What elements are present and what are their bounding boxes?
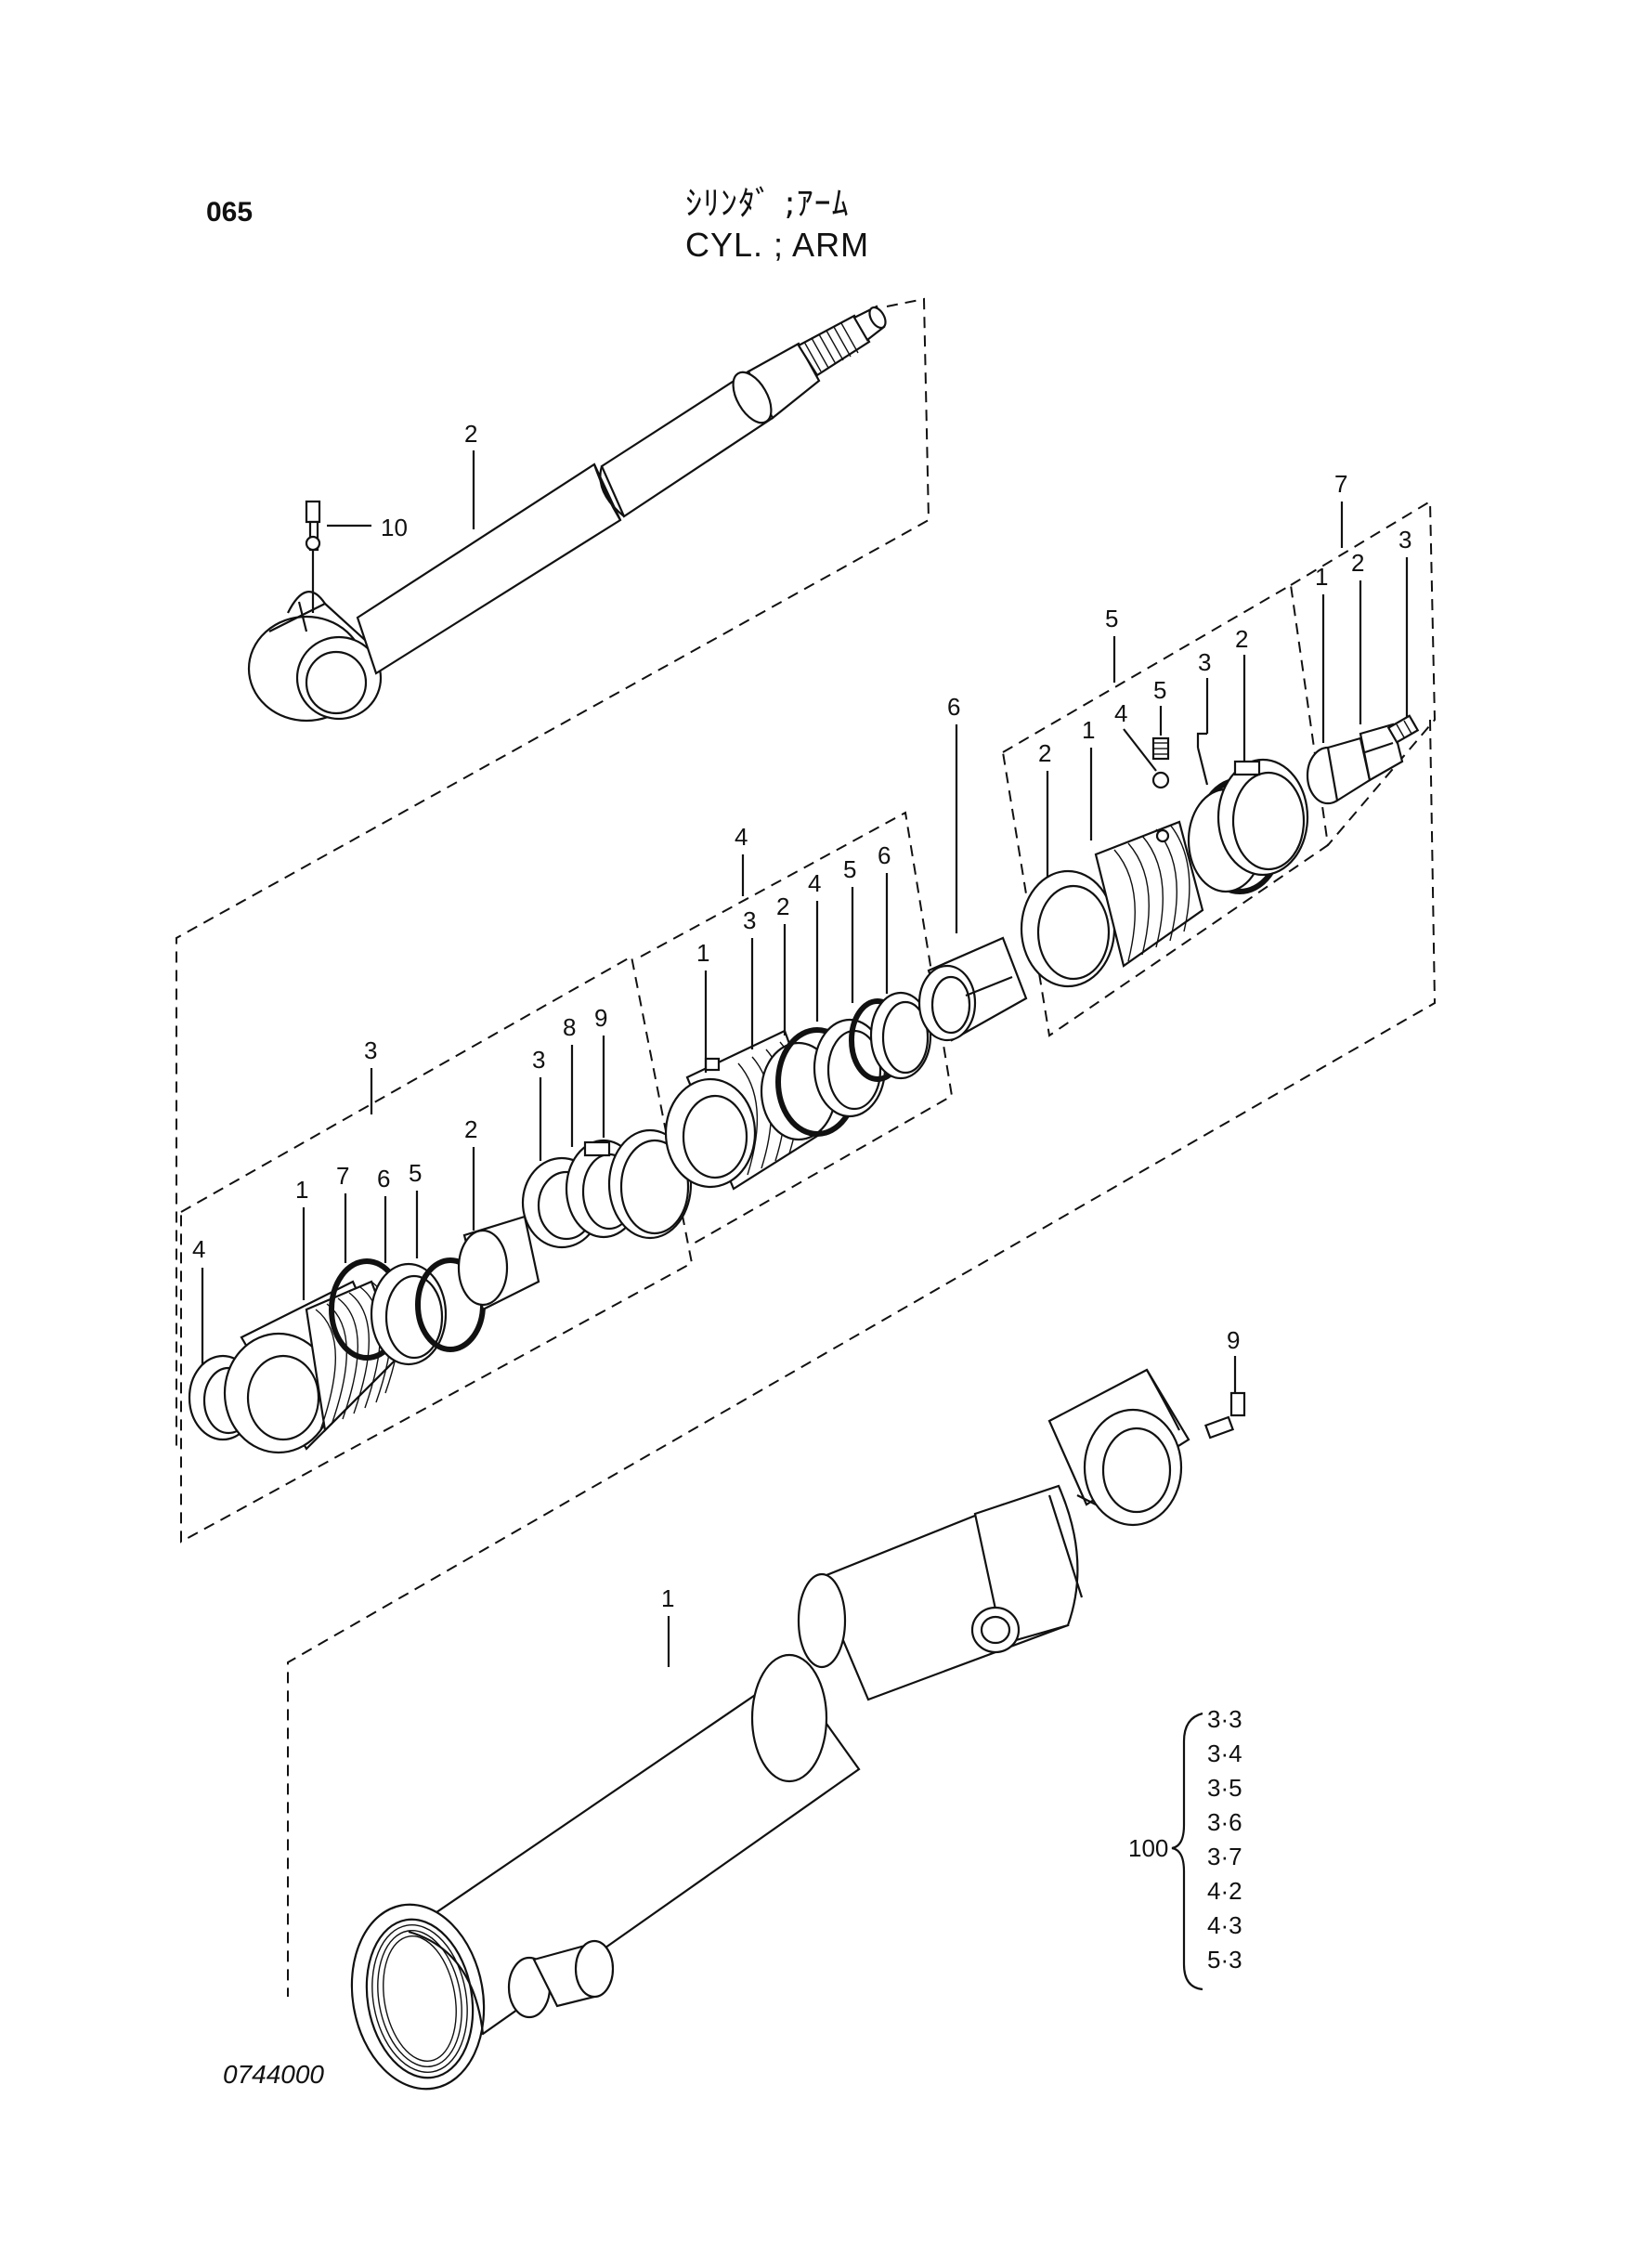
kit-item-2: 3·4 (1207, 1739, 1242, 1767)
rod-assembly: 10 2 (176, 297, 930, 1449)
callout-piston-4: 4 (808, 869, 821, 897)
kit-item-1: 3·3 (1207, 1705, 1242, 1733)
callout-head-8: 8 (563, 1013, 576, 1041)
page-number: 065 (206, 197, 254, 228)
callout-rod-10: 10 (381, 514, 408, 541)
callout-nut-2: 2 (1351, 549, 1364, 577)
callout-head-5: 5 (409, 1159, 422, 1187)
nut-part-2: 2 (1351, 549, 1404, 782)
cushion-group-5: 5 2 1 4 5 (1001, 583, 1330, 1037)
callout-piston-1: 1 (696, 939, 709, 967)
callout-piston-5: 5 (843, 855, 856, 883)
cushion-body-1: 1 (1082, 716, 1204, 968)
kit-item-8: 5·3 (1207, 1946, 1242, 1974)
callout-piston-group: 4 (735, 823, 748, 851)
rod-shaft (356, 305, 887, 675)
callout-cushion-2a: 2 (1038, 739, 1051, 767)
kit-item-3: 3·5 (1207, 1774, 1242, 1802)
callout-head-2: 2 (464, 1115, 477, 1143)
head-ring-9: 9 (594, 1004, 693, 1240)
callout-piston-3: 3 (743, 906, 756, 934)
nut-part-1: 1 (1306, 563, 1372, 805)
kit-item-7: 4·3 (1207, 1911, 1242, 1939)
callout-nut-1: 1 (1315, 563, 1328, 591)
cushion-ball-4: 4 (1114, 699, 1170, 789)
callout-tube-1: 1 (661, 1584, 674, 1612)
tube-barrel (350, 1653, 861, 2091)
callout-head-group: 3 (364, 1036, 377, 1064)
title-japanese: ｼﾘﾝﾀﾞ ;ｱｰﾑ (685, 185, 850, 223)
rod-eye-end (247, 591, 383, 723)
head-bushing-2: 2 (457, 1115, 540, 1311)
callout-piston-2: 2 (776, 892, 789, 920)
kit-item-5: 3·7 (1207, 1843, 1242, 1870)
cushion-plug-5: 5 (1151, 676, 1170, 761)
callout-cushion-5: 5 (1153, 676, 1166, 704)
cushion-ring-2b: 2 (1216, 625, 1309, 877)
callout-spacer-6: 6 (947, 693, 960, 721)
piston-group-4: 4 1 3 2 4 (640, 811, 954, 1245)
kit-item-4: 3·6 (1207, 1808, 1242, 1836)
callout-head-4: 4 (192, 1235, 205, 1263)
callout-head-9: 9 (594, 1004, 607, 1032)
callout-tube-9: 9 (1227, 1326, 1240, 1354)
callout-cushion-1: 1 (1082, 716, 1095, 744)
cushion-ring-2a: 2 (1020, 739, 1116, 988)
figure-code: 0744000 (223, 2060, 325, 2089)
callout-head-7: 7 (336, 1162, 349, 1190)
callout-rod-2: 2 (464, 420, 477, 448)
tube-rear (797, 1484, 1084, 1701)
title-english: CYL. ; ARM (685, 226, 870, 264)
grease-fitting-9: 9 (1203, 1326, 1246, 1440)
callout-head-1: 1 (295, 1176, 308, 1204)
callout-cushion-2b: 2 (1235, 625, 1248, 653)
tube-assembly: 9 1 (350, 1326, 1246, 2091)
callout-nut-group: 7 (1334, 470, 1347, 498)
callout-cushion-4: 4 (1114, 699, 1127, 727)
spacer-6: 6 (917, 693, 1028, 1042)
callout-nut-3: 3 (1398, 526, 1411, 554)
nut-group-7: 7 1 2 3 (287, 470, 1437, 1997)
callout-head-6: 6 (377, 1165, 390, 1192)
head-group-3: 3 4 1 7 (180, 955, 694, 1544)
kit-label: 100 (1128, 1834, 1168, 1862)
piston-ring-6: 6 (869, 841, 932, 1080)
callout-head-3b: 3 (532, 1046, 545, 1074)
tube-eye-end (1047, 1368, 1190, 1527)
kit-list-100: 100 3·3 3·4 3·5 3·6 3·7 4·2 4·3 5·3 (1128, 1705, 1242, 1991)
grease-fitting-10 (305, 500, 321, 613)
callout-cushion-group: 5 (1105, 605, 1118, 632)
callout-cushion-3: 3 (1198, 648, 1211, 676)
callout-piston-6: 6 (878, 841, 891, 869)
kit-item-6: 4·2 (1207, 1877, 1242, 1905)
nut-screw-3: 3 (1386, 526, 1420, 744)
